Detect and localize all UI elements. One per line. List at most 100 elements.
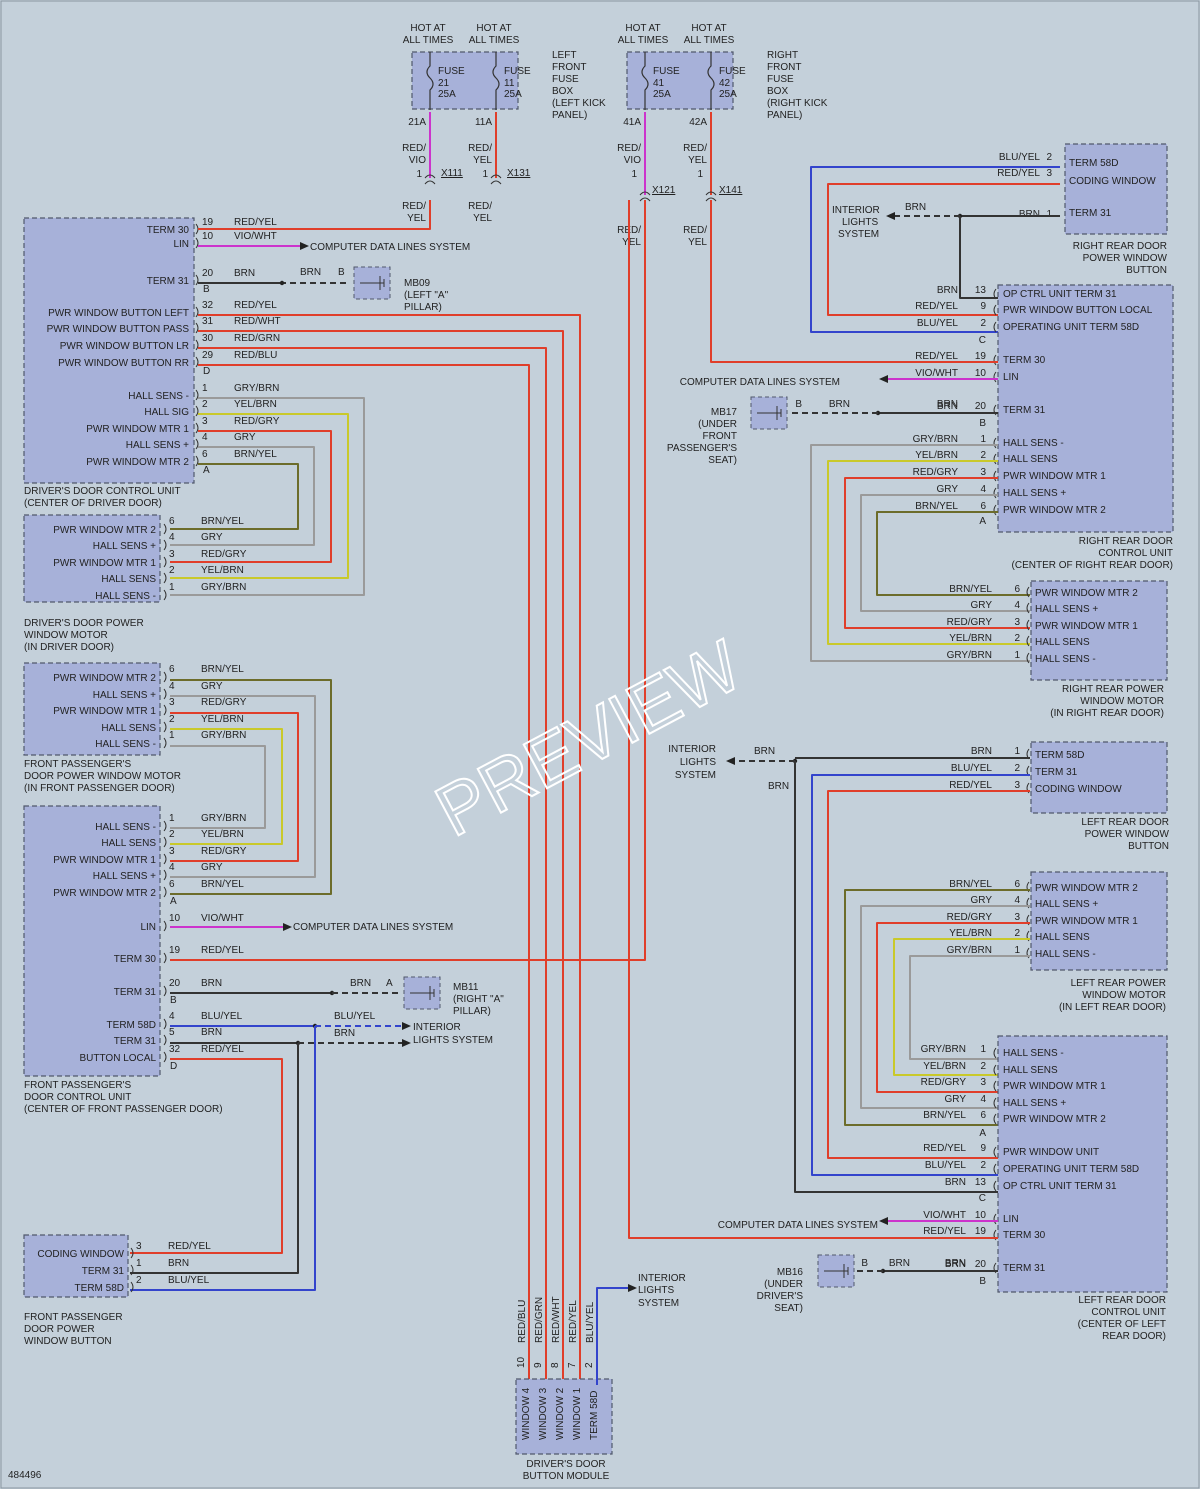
wire-label: RED/WHT — [551, 1296, 562, 1343]
pin-label: PWR WINDOW MTR 2 — [1003, 1114, 1106, 1125]
wire-label: RED/YEL — [168, 1241, 211, 1252]
wire-58d — [811, 774, 1030, 1176]
wire-label: BLU/YEL — [168, 1275, 210, 1286]
connector-mark — [163, 836, 167, 848]
pin-number: 1 — [631, 169, 637, 180]
connector-mark — [163, 869, 167, 881]
wire-motor — [170, 430, 332, 563]
pin-number: 6 — [202, 449, 208, 460]
wire-label: RED/GRY — [234, 416, 280, 427]
wire-label: GRY/BRN — [947, 650, 992, 661]
right-rear-door-control-unit — [997, 284, 1174, 533]
wire-label: BRN/YEL — [234, 449, 277, 460]
pin-number: 3 — [202, 416, 208, 427]
connector-mark — [163, 688, 167, 700]
pin-label: PWR WINDOW MTR 2 — [1035, 588, 1138, 599]
pin-number: 4 — [1014, 600, 1020, 611]
pin-number: 6 — [169, 879, 175, 890]
pin-label: OPERATING UNIT TERM 58D — [1003, 322, 1139, 333]
pin-label: HALL SENS — [101, 574, 156, 585]
component-label: FRONT PASSENGER'S — [24, 759, 131, 770]
pin-number: 13 — [975, 285, 987, 296]
arrow-left-icon — [886, 212, 895, 220]
wire-label: RED/YEL — [234, 300, 277, 311]
pin-number: 6 — [980, 1110, 986, 1121]
front-passenger-window-button — [23, 1234, 129, 1298]
ground-id: MB11 — [453, 982, 479, 993]
ground-location: SEAT) — [708, 455, 737, 466]
wire-label: VIO/WHT — [923, 1210, 966, 1221]
wire-brn — [794, 761, 998, 1193]
wire-label: RED/ — [402, 201, 426, 212]
pin-number: 20 — [975, 1259, 987, 1270]
connector-mark — [163, 886, 167, 898]
wire-label: BLU/YEL — [951, 763, 993, 774]
pin-label: WINDOW 3 — [538, 1387, 549, 1440]
connector-mark — [993, 1080, 997, 1092]
pin-label: HALL SENS — [1003, 454, 1058, 465]
wire-label: RED/WHT — [234, 316, 281, 327]
ground-location: (UNDER — [698, 419, 737, 430]
wire-label: GRY — [201, 681, 223, 692]
interior-lights-label: LIGHTS — [638, 1285, 674, 1296]
wire-label: RED/ — [468, 143, 492, 154]
pin-number: 3 — [1014, 617, 1020, 628]
pin-label: TERM 58D — [75, 1283, 124, 1294]
pin-number: 13 — [975, 1177, 987, 1188]
pin-label: LIN — [1003, 372, 1019, 383]
component-label: (IN DRIVER DOOR) — [24, 642, 114, 653]
pin-label: HALL SENS - — [1003, 438, 1064, 449]
connector-mark — [993, 470, 997, 482]
pin-number: 2 — [202, 399, 208, 410]
connector-mark — [993, 1146, 997, 1158]
wire-label: GRY — [971, 600, 993, 611]
component-label: RIGHT REAR DOOR — [1073, 241, 1167, 252]
connector-mark — [1026, 782, 1030, 794]
pin-number: 6 — [169, 664, 175, 675]
wire-label: BRN — [201, 978, 222, 989]
component-label: (IN FRONT PASSENGER DOOR) — [24, 783, 175, 794]
fuse-number: 21 — [438, 78, 450, 89]
fuse-pin: 41A — [623, 117, 641, 128]
pin-label: PWR WINDOW MTR 2 — [1035, 883, 1138, 894]
wire-label: BRN — [905, 202, 926, 213]
driver-door-window-motor — [23, 514, 161, 603]
fuse-number: 42 — [719, 78, 731, 89]
pin-number: 2 — [584, 1362, 595, 1368]
wire-label: YEL/BRN — [949, 633, 992, 644]
component-label: DOOR POWER — [24, 1324, 95, 1335]
fuse-box-label: BOX — [767, 86, 788, 97]
driver-door-control-unit — [23, 217, 195, 484]
arrow-left-icon — [726, 757, 735, 765]
interior-lights-label: INTERIOR — [668, 744, 716, 755]
left-rear-window-button — [1030, 741, 1168, 814]
pin-number: 7 — [567, 1362, 578, 1368]
pin-label: HALL SENS - — [95, 739, 156, 750]
connector-mark — [993, 1064, 997, 1076]
component-label: BUTTON — [1126, 265, 1167, 276]
wire-label: YEL/BRN — [201, 714, 244, 725]
pin-number: 1 — [980, 1044, 986, 1055]
connector-letter: D — [170, 1061, 177, 1072]
wire-label: GRY/BRN — [201, 813, 246, 824]
connector-letter: B — [203, 284, 210, 295]
wire-label: YEL — [407, 213, 426, 224]
connector-mark — [195, 306, 199, 318]
fuse-icon — [641, 52, 649, 110]
connector-mark — [993, 1213, 997, 1225]
connector-mark — [163, 737, 167, 749]
wire-motor — [170, 695, 316, 878]
connector-mark — [1026, 586, 1030, 598]
component-label: LEFT REAR DOOR — [1081, 817, 1169, 828]
pin-label: WINDOW 2 — [555, 1387, 566, 1440]
pin-label: PWR WINDOW MTR 1 — [53, 558, 156, 569]
pin-label: TERM 30 — [1003, 1230, 1046, 1241]
pin-number: 2 — [1014, 633, 1020, 644]
connector-mark — [1026, 635, 1030, 647]
pin-number: 4 — [202, 432, 208, 443]
pin-label: HALL SENS + — [1035, 604, 1098, 615]
fuse-name: FUSE — [653, 66, 680, 77]
wire-pwr-window-rr — [198, 364, 530, 1385]
fuse-icon — [492, 52, 500, 110]
connector-mark — [163, 572, 167, 584]
